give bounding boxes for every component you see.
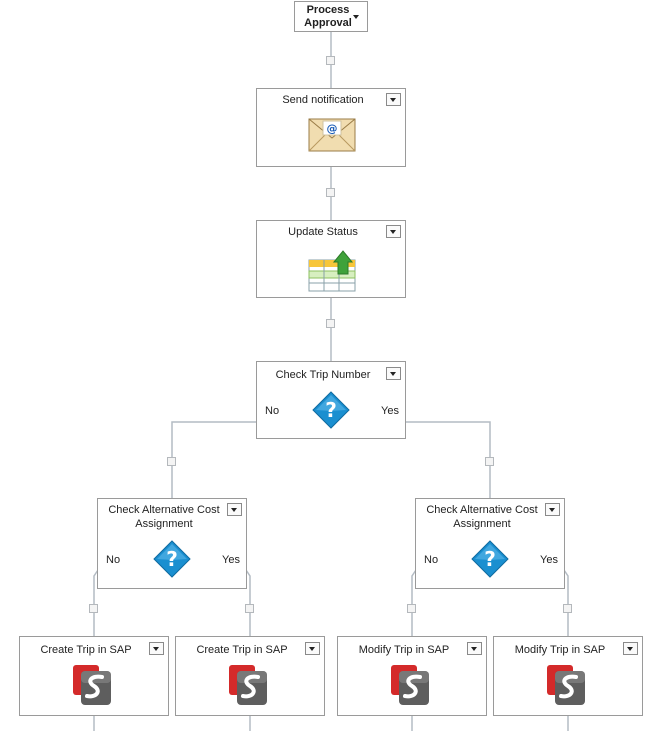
check-alt-cost-step-left[interactable]: Check Alternative Cost Assignment No Yes…	[97, 498, 247, 589]
sap-connector-icon	[73, 665, 111, 705]
step-dropdown-button[interactable]	[149, 642, 164, 655]
sap-connector-icon	[391, 665, 429, 705]
yes-branch-label: Yes	[222, 554, 240, 566]
check-alt-cost-step-right[interactable]: Check Alternative Cost Assignment No Yes…	[415, 498, 565, 589]
svg-text:@: @	[327, 122, 338, 135]
update-status-step[interactable]: Update Status	[256, 220, 406, 298]
insert-step-connector[interactable]	[167, 457, 176, 466]
step-title: Check Alternative Cost Assignment	[426, 504, 538, 530]
step-title: Send notification	[282, 94, 364, 106]
step-title: Create Trip in SAP	[40, 644, 132, 656]
step-dropdown-button[interactable]	[623, 642, 638, 655]
start-node-label: Process Approval	[304, 4, 352, 29]
check-trip-number-step[interactable]: Check Trip Number No Yes ?	[256, 361, 406, 439]
step-title: Modify Trip in SAP	[514, 644, 606, 656]
table-update-icon	[308, 250, 356, 292]
svg-text:?: ?	[166, 547, 178, 571]
yes-branch-label: Yes	[540, 554, 558, 566]
start-node[interactable]: Process Approval	[294, 1, 368, 32]
create-trip-step-2[interactable]: Create Trip in SAP	[175, 636, 325, 716]
step-dropdown-button[interactable]	[305, 642, 320, 655]
insert-step-connector[interactable]	[245, 604, 254, 613]
step-title: Check Trip Number	[275, 369, 371, 381]
step-dropdown-button[interactable]	[467, 642, 482, 655]
sap-connector-icon	[547, 665, 585, 705]
step-dropdown-button[interactable]	[386, 367, 401, 380]
svg-text:?: ?	[484, 547, 496, 571]
step-dropdown-button[interactable]	[545, 503, 560, 516]
svg-text:?: ?	[325, 398, 337, 422]
step-dropdown-button[interactable]	[386, 225, 401, 238]
insert-step-connector[interactable]	[326, 319, 335, 328]
yes-branch-label: Yes	[381, 405, 399, 417]
insert-step-connector[interactable]	[326, 56, 335, 65]
modify-trip-step-1[interactable]: Modify Trip in SAP	[337, 636, 487, 716]
question-diamond-icon: ?	[312, 391, 350, 429]
insert-step-connector[interactable]	[89, 604, 98, 613]
question-diamond-icon: ?	[153, 540, 191, 578]
step-title: Update Status	[288, 226, 358, 238]
insert-step-connector[interactable]	[407, 604, 416, 613]
insert-step-connector[interactable]	[326, 188, 335, 197]
start-node-dropdown-button[interactable]	[350, 11, 365, 24]
modify-trip-step-2[interactable]: Modify Trip in SAP	[493, 636, 643, 716]
step-title: Modify Trip in SAP	[358, 644, 450, 656]
sap-connector-icon	[229, 665, 267, 705]
insert-step-connector[interactable]	[485, 457, 494, 466]
email-envelope-icon: @	[308, 118, 356, 152]
create-trip-step-1[interactable]: Create Trip in SAP	[19, 636, 169, 716]
step-title: Check Alternative Cost Assignment	[108, 504, 220, 530]
no-branch-label: No	[424, 554, 439, 566]
send-notification-step[interactable]: Send notification @	[256, 88, 406, 167]
step-dropdown-button[interactable]	[386, 93, 401, 106]
no-branch-label: No	[106, 554, 121, 566]
question-diamond-icon: ?	[471, 540, 509, 578]
no-branch-label: No	[265, 405, 280, 417]
insert-step-connector[interactable]	[563, 604, 572, 613]
step-dropdown-button[interactable]	[227, 503, 242, 516]
step-title: Create Trip in SAP	[196, 644, 288, 656]
